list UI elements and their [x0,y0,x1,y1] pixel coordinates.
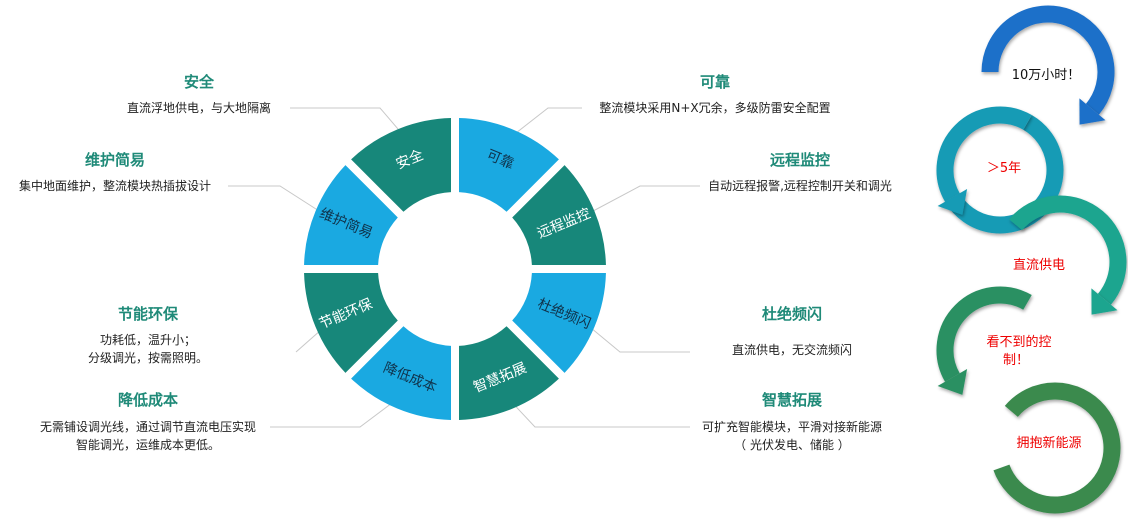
cost-desc-2: 智能调光，运维成本更低。 [75,438,221,452]
flow-step-4b: 制！ [1002,353,1030,368]
ring-segment [351,118,452,212]
flow-step-1: 10万小时！ [1011,68,1081,83]
ring-segment [458,118,559,212]
arrowhead-icon [1079,98,1106,125]
ring-segment [304,272,398,373]
remote-title: 远程监控 [769,151,831,169]
flow-step-3: 直流供电 [1012,258,1066,273]
flow-arrows [936,5,1127,514]
energy-desc-1: 功耗低，温升小； [99,333,197,347]
flow-step-4a: 看不到的控 [986,335,1052,350]
smart-title: 智慧拓展 [761,391,823,409]
safety-desc: 直流浮地供电，与大地隔离 [126,101,272,115]
flow-arc [981,5,1115,115]
arrowhead-icon [937,369,968,395]
flow-arc [1009,195,1127,305]
arrowhead-icon [1091,288,1118,315]
remote-desc: 自动远程报警,远程控制开关和调光 [708,179,892,193]
flicker-title: 杜绝频闪 [761,305,823,323]
flow-step-2: ＞5年 [986,161,1022,176]
flow-arc [993,382,1121,514]
flow-arc [936,286,1032,382]
ring-segment [304,165,398,266]
smart-desc-1: 可扩充智能模块，平滑对接新能源 [701,420,883,434]
reliable-desc: 整流模块采用N+X冗余，多级防雷安全配置 [599,101,831,115]
energy-desc-2: 分级调光，按需照明。 [87,351,209,365]
ring-segment [512,165,606,266]
maintenance-desc: 集中地面维护，整流模块热插拔设计 [18,179,212,193]
arrowhead-icon [937,189,968,215]
maintenance-title: 维护简易 [84,151,146,169]
smart-desc-2: （ 光伏发电、储能 ） [734,438,850,452]
reliable-title: 可靠 [699,73,731,91]
ring-segment [351,326,452,420]
flow-arc [936,106,1032,202]
ring-segment [458,326,559,420]
cost-title: 降低成本 [117,391,179,409]
flow-step-5: 拥抱新能源 [1016,436,1082,451]
flicker-desc: 直流供电，无交流频闪 [731,343,853,357]
safety-title: 安全 [183,73,215,91]
cost-desc-1: 无需铺设调光线，通过调节直流电压实现 [39,420,257,434]
leader-lines [228,107,700,428]
energy-title: 节能环保 [117,305,179,323]
ring-segment [512,272,606,373]
